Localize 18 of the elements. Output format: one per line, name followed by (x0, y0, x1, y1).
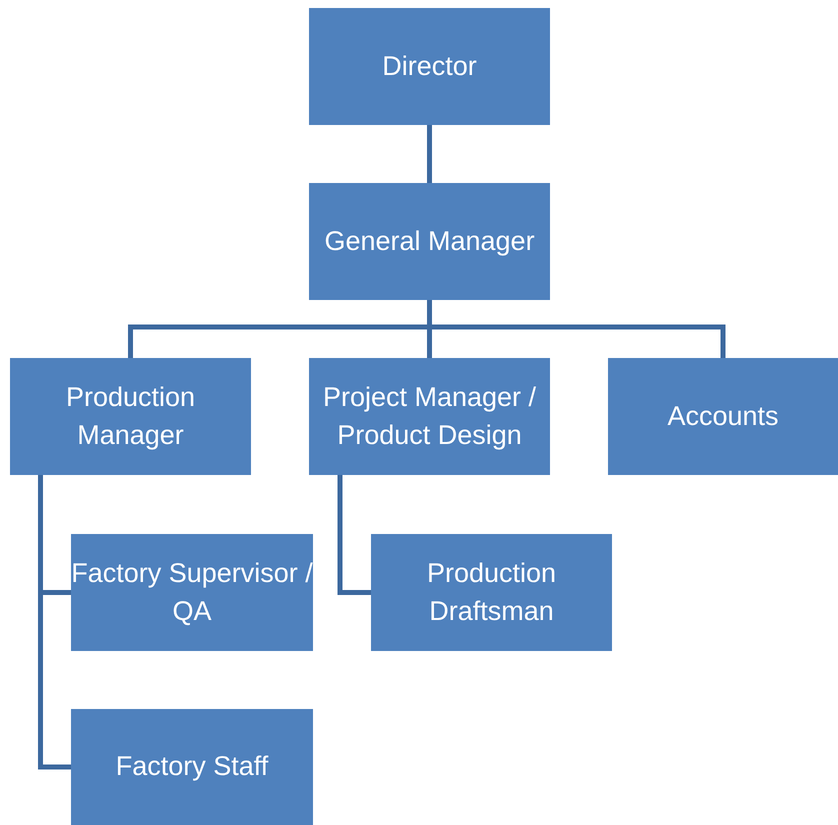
role-title: Director (382, 50, 477, 83)
role-box (71, 534, 313, 651)
role-title: Production Draftsman (426, 557, 558, 628)
role-box (309, 183, 550, 300)
role-title: Factory Supervisor / QA (71, 557, 313, 628)
role-title: Project Manager / Product Design (322, 381, 538, 452)
role-box (371, 534, 612, 651)
role-box (10, 358, 251, 475)
connector-line (338, 475, 371, 595)
role-box (608, 358, 838, 475)
role-title: Production Manager (64, 381, 196, 452)
connector-line (427, 125, 432, 183)
role-title: General Manager (324, 224, 535, 258)
role-box (309, 358, 550, 475)
role-title: Accounts (667, 400, 779, 433)
role-box (71, 709, 313, 825)
role-box (309, 8, 550, 125)
role-title: Factory Staff (116, 750, 268, 784)
